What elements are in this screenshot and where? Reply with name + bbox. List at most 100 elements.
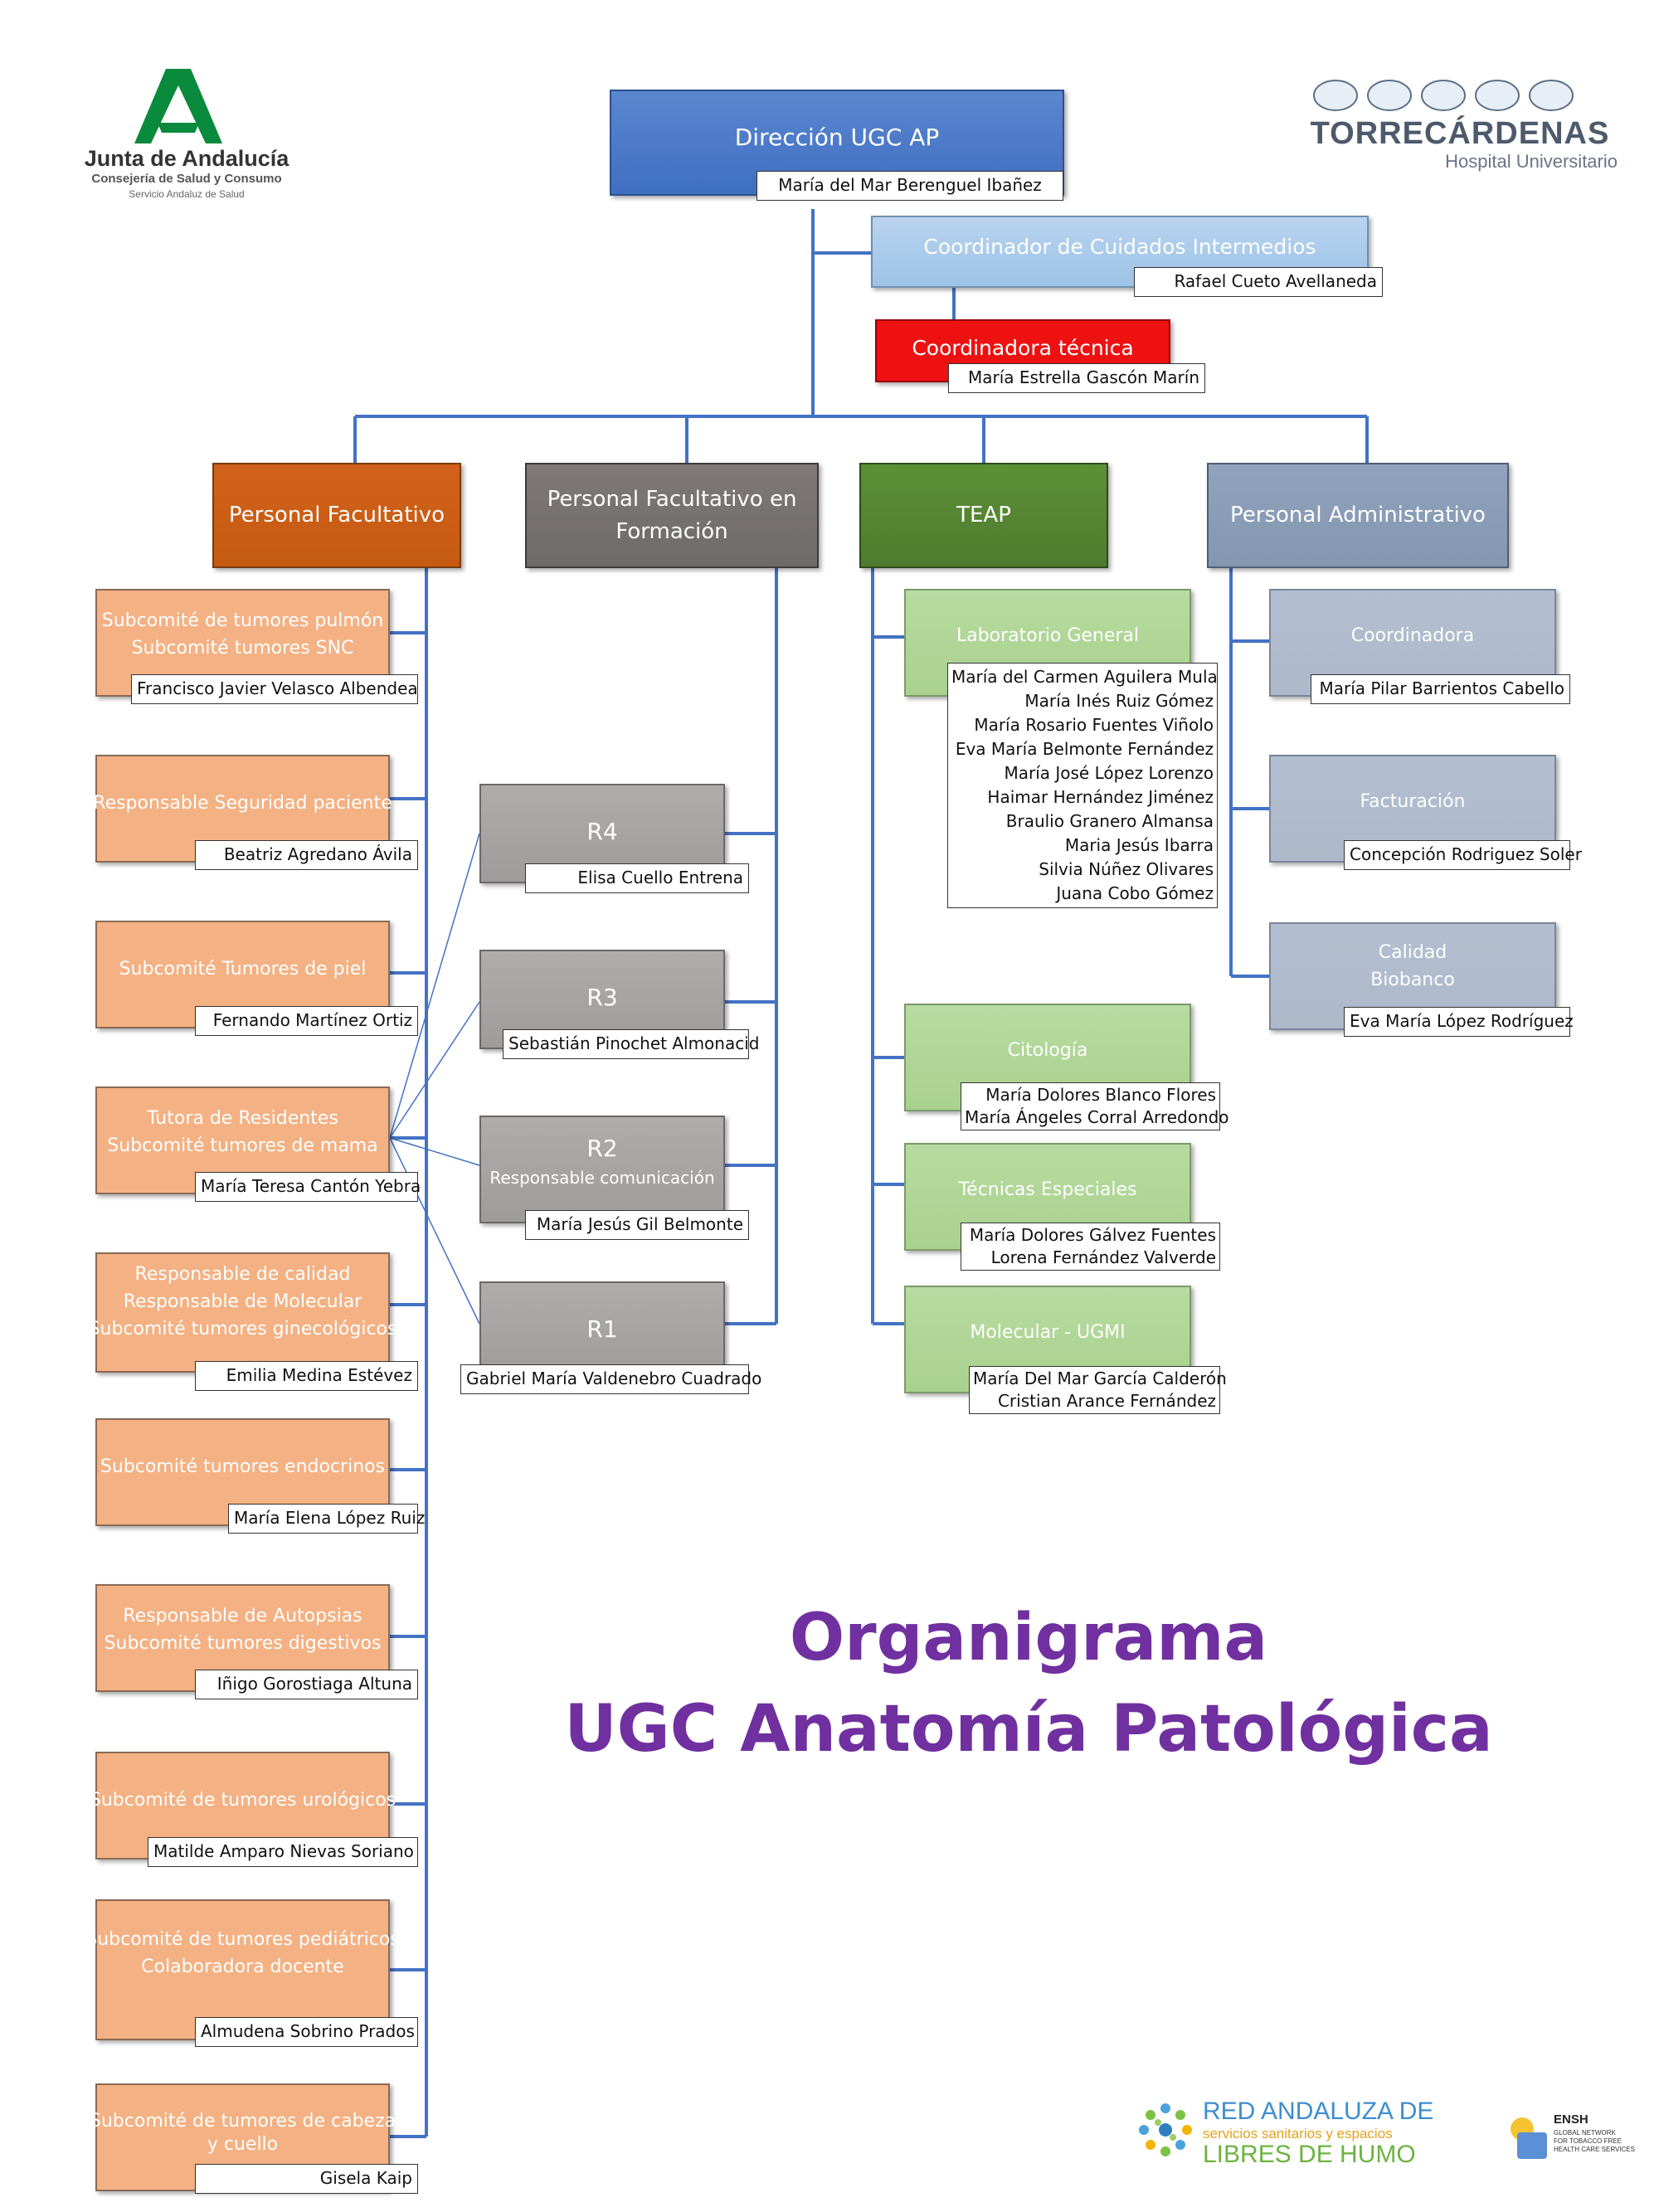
- chart-title: Organigrama UGC Anatomía Patológica: [564, 1592, 1493, 1775]
- facultativo-role: Subcomité tumores endocrinos: [100, 1456, 386, 1477]
- facultativo-role: Subcomité de tumores pulmón: [101, 610, 384, 631]
- facultativo-role: Responsable de Autopsias: [123, 1606, 362, 1626]
- category-administrativo: Personal Administrativo: [1207, 463, 1509, 568]
- facultativo-role: Subcomité tumores SNC: [131, 638, 354, 659]
- facultativo-role: Subcomité de tumores de cabeza: [89, 2111, 397, 2132]
- facultativo-person: Beatriz Agredano Ávila: [195, 840, 418, 870]
- facultativo-box: Responsable de calidad Responsable de Mo…: [89, 1252, 397, 1373]
- junta-de-andalucia-logo: Junta de Andalucía Consejería de Salud y…: [75, 65, 299, 210]
- teap-person: María José López Lorenzo: [1004, 763, 1214, 783]
- facultativo-role: Responsable de calidad: [134, 1264, 351, 1285]
- teap-area: Molecular - UGMI: [970, 1322, 1126, 1343]
- ensh-emblem-icon: [1511, 2117, 1547, 2159]
- teap-person: Juana Cobo Gómez: [1056, 883, 1214, 903]
- teap-person: Maria Jesús Ibarra: [1064, 835, 1214, 855]
- residente-box: R2 Responsable comunicación: [479, 1116, 725, 1223]
- teap-person: Cristian Arance Fernández: [997, 1391, 1216, 1411]
- residente-title: R3: [586, 984, 618, 1011]
- teap-area: Laboratorio General: [956, 625, 1140, 646]
- facultativo-role: Subcomité Tumores de piel: [119, 959, 367, 980]
- torrecardenas-subtitle: Hospital Universitario: [1445, 151, 1618, 172]
- ensh-l3: HEALTH CARE SERVICES: [1554, 2146, 1635, 2153]
- facultativo-person: Francisco Javier Velasco Albendea: [131, 674, 418, 704]
- facultativo-person: Almudena Sobrino Prados: [195, 2017, 418, 2047]
- residente-person: Gabriel María Valdenebro Cuadrado: [460, 1364, 761, 1394]
- torrecardenas-name: TORRECÁRDENAS: [1310, 116, 1610, 151]
- coordinador-title: Coordinador de Cuidados Intermedios: [923, 235, 1316, 259]
- residente-person: Sebastián Pinochet Almonacid: [503, 1029, 759, 1059]
- category-teap-label: TEAP: [956, 503, 1011, 527]
- facultativo-person: Gisela Kaip: [195, 2164, 418, 2194]
- teap-person: Eva María Belmonte Fernández: [955, 739, 1214, 759]
- facultativo-role: Responsable de Molecular: [123, 1291, 362, 1312]
- facultativo-role: Subcomité de tumores pediátricos: [85, 1929, 400, 1950]
- facultativo-person: María Teresa Cantón Yebra: [195, 1172, 421, 1202]
- teap-person: María Ángeles Corral Arredondo: [965, 1107, 1229, 1127]
- teap-people-list: María Del Mar García Calderón Cristian A…: [969, 1366, 1227, 1414]
- facultativo-box: Subcomité de tumores pediátricos Colabor…: [85, 1899, 400, 2040]
- red-andaluza-logo: RED ANDALUZA DE servicios sanitarios y e…: [1132, 2094, 1434, 2173]
- hospital-buildings-icon: [1313, 80, 1574, 111]
- ensh-name: ENSH: [1554, 2112, 1588, 2127]
- teap-person: María del Carmen Aguilera Mula: [951, 667, 1218, 687]
- facultativo-role: Subcomité tumores ginecológicos: [88, 1319, 397, 1339]
- torrecardenas-logo: TORRECÁRDENAS Hospital Universitario: [1294, 75, 1626, 178]
- teap-person: María Del Mar García Calderón: [973, 1369, 1227, 1388]
- facultativo-person: Fernando Martínez Ortiz: [195, 1006, 418, 1036]
- facultativo-person: Emilia Medina Estévez: [195, 1361, 418, 1391]
- teap-people-list: María del Carmen Aguilera Mula María Iné…: [947, 663, 1218, 908]
- junta-name: Junta de Andalucía: [84, 146, 289, 171]
- category-facultativo-label: Personal Facultativo: [228, 503, 445, 527]
- facultativo-person: Matilde Amparo Nievas Soriano: [148, 1837, 418, 1867]
- administrativo-person: Eva María López Rodríguez: [1344, 1007, 1574, 1037]
- junta-line1: Consejería de Salud y Consumo: [91, 172, 282, 186]
- facultativo-person: Iñigo Gorostiaga Altuna: [195, 1670, 418, 1699]
- category-administrativo-label: Personal Administrativo: [1230, 503, 1486, 527]
- facultativo-role: Tutora de Residentes: [147, 1108, 338, 1129]
- red-line1: RED ANDALUZA DE: [1203, 2098, 1434, 2125]
- residente-title: R1: [586, 1315, 618, 1343]
- residente-title: R2: [586, 1135, 618, 1162]
- residente-title: R4: [586, 818, 618, 845]
- teap-person: María Dolores Blanco Flores: [985, 1085, 1216, 1105]
- teap-person: Braulio Granero Almansa: [1005, 811, 1214, 831]
- facultativo-role: y cuello: [207, 2133, 279, 2155]
- category-formacion: Personal Facultativo en Formación: [525, 463, 819, 568]
- category-teap: TEAP: [859, 463, 1108, 568]
- facultativo-role: Responsable Seguridad paciente: [93, 793, 392, 814]
- coord-tecnica-title: Coordinadora técnica: [912, 336, 1134, 360]
- category-facultativo: Personal Facultativo: [212, 463, 461, 568]
- facultativo-role: Subcomité tumores digestivos: [104, 1633, 382, 1654]
- red-line3: LIBRES DE HUMO: [1203, 2141, 1416, 2168]
- title-line2: UGC Anatomía Patológica: [564, 1692, 1493, 1767]
- teap-person: Haimar Hernández Jiménez: [987, 787, 1214, 807]
- category-formacion-line1: Personal Facultativo en: [547, 486, 797, 512]
- category-formacion-line2: Formación: [615, 518, 728, 544]
- coordinador-person: Rafael Cueto Avellaneda: [1134, 267, 1383, 297]
- facultativo-person: María Elena López Ruiz: [228, 1504, 425, 1534]
- red-line2: servicios sanitarios y espacios: [1203, 2126, 1393, 2142]
- administrativo-role: Calidad: [1378, 942, 1447, 963]
- ensh-logo: ENSH GLOBAL NETWORK FOR TOBACCO FREE HEA…: [1506, 2111, 1647, 2173]
- coord-tecnica-person: María Estrella Gascón Marín: [948, 363, 1205, 393]
- title-line1: Organigrama: [789, 1601, 1268, 1675]
- direccion-person: María del Mar Berenguel Ibañez: [757, 171, 1063, 201]
- administrativo-person: Concepción Rodriguez Soler: [1344, 840, 1582, 870]
- administrativo-role: Facturación: [1360, 791, 1466, 812]
- teap-person: María Rosario Fuentes Viñolo: [974, 715, 1214, 735]
- teap-person: María Dolores Gálvez Fuentes: [969, 1225, 1216, 1245]
- administrativo-person: María Pilar Barrientos Cabello: [1311, 674, 1570, 704]
- residente-person: Elisa Cuello Entrena: [525, 863, 749, 893]
- junta-line2: Servicio Andaluz de Salud: [129, 188, 245, 200]
- teap-area: Técnicas Especiales: [958, 1179, 1137, 1200]
- facultativo-role: Subcomité de tumores urológicos: [89, 1790, 397, 1811]
- dots-cluster-icon: [1139, 2103, 1192, 2156]
- facultativo-role: Colaboradora docente: [141, 1957, 344, 1977]
- residente-person: María Jesús Gil Belmonte: [525, 1210, 749, 1240]
- teap-area: Citología: [1007, 1040, 1088, 1061]
- teap-person: Lorena Fernández Valverde: [990, 1247, 1216, 1267]
- residente-subtitle: Responsable comunicación: [489, 1167, 715, 1188]
- administrativo-role: Coordinadora: [1350, 625, 1475, 646]
- teap-person: Silvia Núñez Olivares: [1039, 859, 1214, 879]
